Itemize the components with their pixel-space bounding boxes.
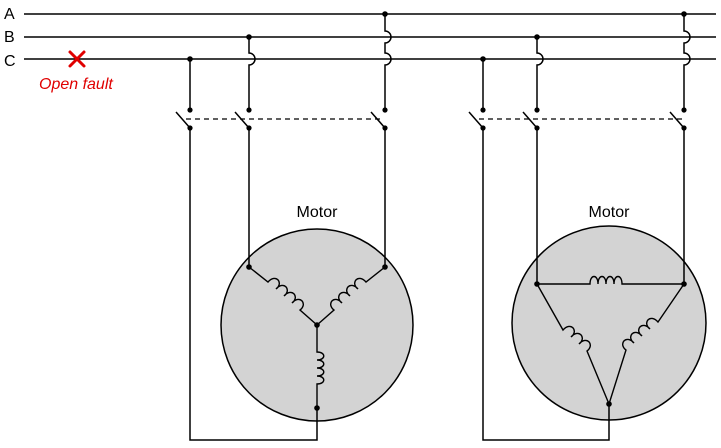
junction-dot <box>681 11 687 17</box>
tap-b-left <box>248 37 256 110</box>
motor-wye-circuit: Motor <box>175 11 414 441</box>
junction-dot <box>382 11 388 17</box>
line-c-label: C <box>4 53 16 70</box>
junction-dot <box>246 34 252 40</box>
switch-blade <box>468 111 484 129</box>
motor-delta-body <box>511 225 707 421</box>
tap-a-left <box>384 14 392 110</box>
junction-dot <box>480 56 486 62</box>
switch-contact <box>534 107 540 113</box>
delta-winding-right <box>608 283 685 405</box>
switch-blade <box>669 111 685 129</box>
line-a-label: A <box>4 6 15 23</box>
switch-contact <box>480 107 486 113</box>
line-b-label: B <box>4 29 15 46</box>
switch-contact <box>246 107 252 113</box>
wye-winding-3 <box>316 325 325 408</box>
switch-blade <box>234 111 250 129</box>
delta-winding-top <box>537 275 684 285</box>
open-fault-label: Open fault <box>39 76 113 93</box>
switch-contact <box>382 107 388 113</box>
wye-winding-2 <box>316 266 386 326</box>
tap-a-right <box>683 14 691 110</box>
motor-label-wye: Motor <box>297 204 339 221</box>
wye-winding-1 <box>248 266 318 326</box>
feeder-c-right <box>482 128 610 441</box>
tap-b-right <box>536 37 544 110</box>
motor-delta-circuit: Motor <box>468 11 707 441</box>
junction-dot <box>187 56 193 62</box>
feeder-c-left <box>189 128 318 441</box>
open-fault-x-icon <box>68 50 86 68</box>
junction-dot <box>534 34 540 40</box>
motor-label-delta: Motor <box>589 204 631 221</box>
switch-contact <box>187 107 193 113</box>
neutral-dot <box>314 322 320 328</box>
delta-winding-left <box>536 283 610 405</box>
switch-blade <box>175 111 191 129</box>
switch-blade <box>370 111 386 129</box>
switch-contact <box>681 107 687 113</box>
switch-blade <box>522 111 538 129</box>
